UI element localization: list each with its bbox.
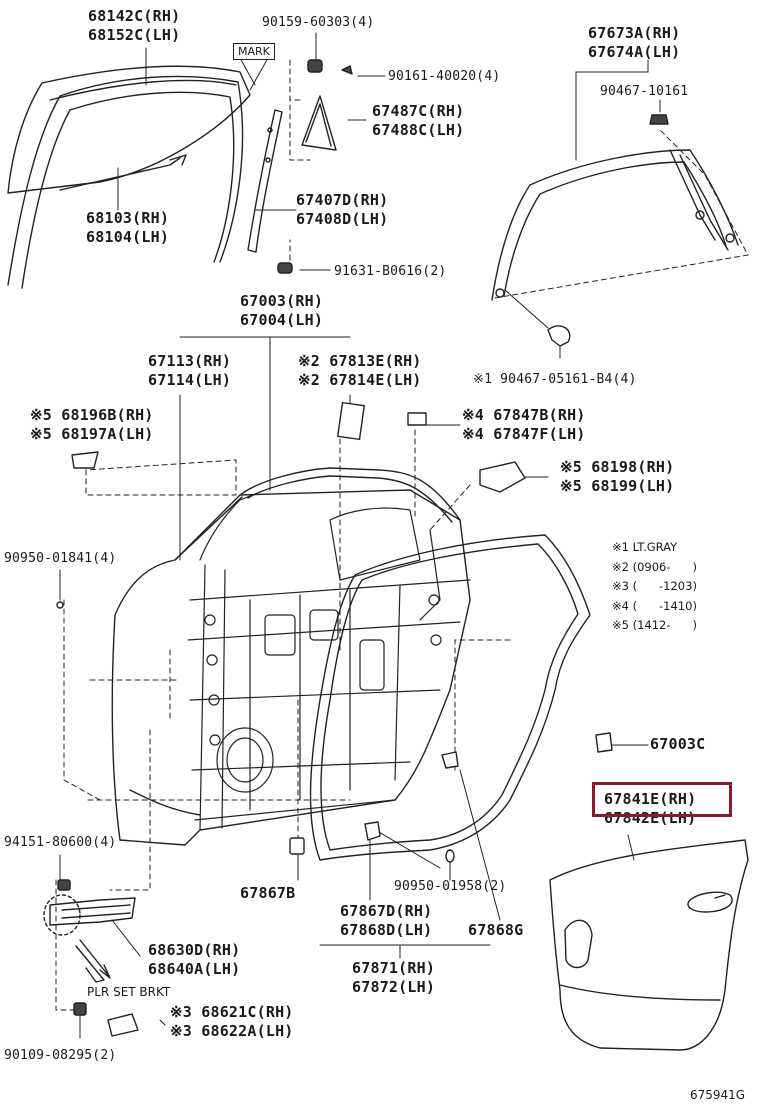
- door-check: [43, 894, 136, 983]
- door-seal: [309, 534, 591, 861]
- label-67867d[interactable]: 67867D(RH)67868D(LH): [340, 902, 433, 939]
- footnotes: ※1 LT.GRAY※2 (0906- )※3 ( -1203)※4 ( -14…: [612, 540, 697, 632]
- label-68196b[interactable]: ※5 68196B(RH)※5 68197A(LH): [30, 406, 154, 443]
- label-67871[interactable]: 67871(RH)67872(LH): [352, 959, 436, 996]
- window-glass-outline: [7, 65, 251, 194]
- mark-tag: MARK: [233, 43, 275, 60]
- label-67407d[interactable]: 67407D(RH)67408D(LH): [296, 191, 389, 228]
- label-90467-05161[interactable]: ※1 90467-05161-B4(4): [473, 372, 637, 387]
- diagram-id: 675941G: [690, 1088, 746, 1102]
- glass-run-strips: [7, 75, 244, 289]
- label-68630d[interactable]: 68630D(RH)68640A(LH): [148, 941, 241, 978]
- fasteners: [56, 59, 669, 1037]
- division-bar: [247, 109, 283, 253]
- label-90950-01958[interactable]: 90950-01958(2): [394, 879, 507, 894]
- label-67003[interactable]: 67003(RH)67004(LH): [240, 292, 324, 329]
- label-68142c[interactable]: 68142C(RH)68152C(LH): [88, 7, 181, 44]
- door-trim-panel: [549, 839, 749, 1051]
- label-67868g[interactable]: 67868G: [468, 921, 524, 939]
- label-67867b[interactable]: 67867B: [240, 884, 296, 902]
- label-67113[interactable]: 67113(RH)67114(LH): [148, 352, 232, 389]
- label-67003c[interactable]: 67003C: [650, 735, 706, 753]
- plr-set-bracket-label: PLR SET BRKT: [87, 985, 171, 999]
- dashed-leaders: [55, 59, 749, 1011]
- label-90950-01841[interactable]: 90950-01841(4): [4, 551, 117, 566]
- label-68103[interactable]: 68103(RH)68104(LH): [86, 209, 170, 246]
- label-90159[interactable]: 90159-60303(4): [262, 15, 375, 30]
- label-68621c[interactable]: ※3 68621C(RH)※3 68622A(LH): [170, 1003, 294, 1040]
- label-91631[interactable]: 91631-B0616(2): [334, 264, 447, 279]
- leader-lines: [59, 32, 661, 1039]
- door-inner-frame: [187, 491, 471, 831]
- label-94151[interactable]: 94151-80600(4): [4, 835, 117, 850]
- label-67841e[interactable]: 67841E(RH)67842E(LH): [604, 790, 697, 827]
- label-67813e[interactable]: ※2 67813E(RH)※2 67814E(LH): [298, 352, 422, 389]
- label-68198[interactable]: ※5 68198(RH)※5 68199(LH): [560, 458, 675, 495]
- label-90161[interactable]: 90161-40020(4): [388, 69, 501, 84]
- door-outer-panel: [111, 467, 471, 846]
- label-67673a[interactable]: 67673A(RH)67674A(LH): [588, 24, 681, 61]
- rear-weatherstrip-frame: [491, 149, 739, 301]
- label-90109[interactable]: 90109-08295(2): [4, 1048, 117, 1063]
- highlight-box-67841e: [592, 782, 732, 817]
- corner-glass: [301, 95, 337, 151]
- label-67487c[interactable]: 67487C(RH)67488C(LH): [372, 102, 465, 139]
- label-67847b[interactable]: ※4 67847B(RH)※4 67847F(LH): [462, 406, 586, 443]
- label-90467-10161[interactable]: 90467-10161: [600, 84, 689, 99]
